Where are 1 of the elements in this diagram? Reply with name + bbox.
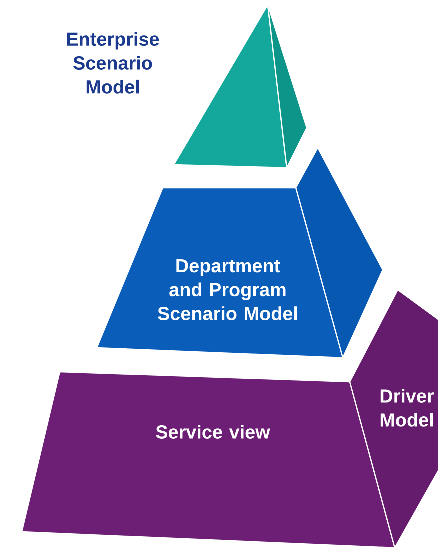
node-label: Enterprise Scenario Model: [67, 32, 160, 94]
